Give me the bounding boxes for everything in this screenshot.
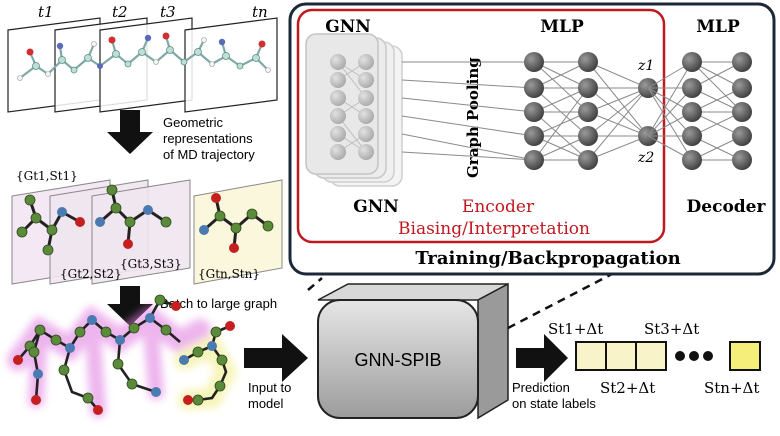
- frame-label-t1: t1: [38, 3, 54, 21]
- latent-z1-label: z1: [637, 58, 654, 74]
- graph-pooling-label: Graph Pooling: [464, 57, 482, 178]
- representation-caption-line1: Geometric: [163, 115, 223, 130]
- mlp-decoder-label: MLP: [696, 17, 740, 37]
- state-label-boxes: [575, 341, 761, 371]
- batch-label: Batch to large graph: [160, 296, 277, 311]
- biasing-label: Biasing/Interpretation: [398, 219, 590, 239]
- state-label-1: St1+Δt: [548, 320, 603, 338]
- input-label-line1: Input to: [248, 380, 291, 395]
- state-label-n: Stn+Δt: [704, 379, 759, 397]
- gnn-label-top: GNN: [325, 17, 371, 37]
- mlp-encoder-network: [401, 52, 658, 170]
- down-arrow-icon: [107, 110, 153, 154]
- gnn-layers: [305, 33, 403, 187]
- representation-caption-line2: representations: [163, 131, 253, 146]
- mlp-decoder-network: [647, 52, 752, 170]
- frame-label-tn: tn: [252, 3, 268, 21]
- state-label-3: St3+Δt: [644, 320, 699, 338]
- gnn-spib-block: [317, 282, 509, 420]
- batched-large-graph: [7, 294, 238, 418]
- frame-label-t3: t3: [160, 3, 176, 21]
- gnn-label-bottom: GNN: [353, 197, 399, 217]
- input-label-line2: model: [248, 396, 284, 411]
- connector-line-right: [507, 272, 613, 330]
- down-arrow-icon: [107, 286, 153, 326]
- training-label: Training/Backpropagation: [415, 248, 680, 269]
- prediction-label-line2: on state labels: [512, 396, 596, 411]
- encoder-box: [296, 8, 666, 244]
- frame-label-t2: t2: [112, 3, 128, 21]
- latent-z2-label: z2: [637, 150, 654, 166]
- graph-label-2: {Gt2,St2}: [60, 267, 122, 281]
- encoder-label: Encoder: [462, 197, 535, 217]
- graph-label-1: {Gt1,St1}: [16, 169, 78, 183]
- representation-caption-line3: of MD trajectory: [163, 147, 255, 162]
- decoder-label: Decoder: [687, 197, 767, 217]
- gnn-spib-label: GNN-SPIB: [354, 350, 441, 370]
- graph-label-3: {Gt3,St3}: [120, 257, 182, 271]
- md-trajectory-frames: [7, 17, 278, 113]
- graph-frames: [11, 179, 283, 285]
- graph-label-n: {Gtn,Stn}: [198, 267, 260, 281]
- right-arrow-icon: [516, 334, 568, 382]
- mlp-encoder-label: MLP: [540, 17, 584, 37]
- right-arrow-icon: [244, 334, 308, 382]
- connector-line-left: [307, 277, 323, 291]
- prediction-label-line1: Prediction: [512, 380, 570, 395]
- state-label-2: St2+Δt: [600, 379, 655, 397]
